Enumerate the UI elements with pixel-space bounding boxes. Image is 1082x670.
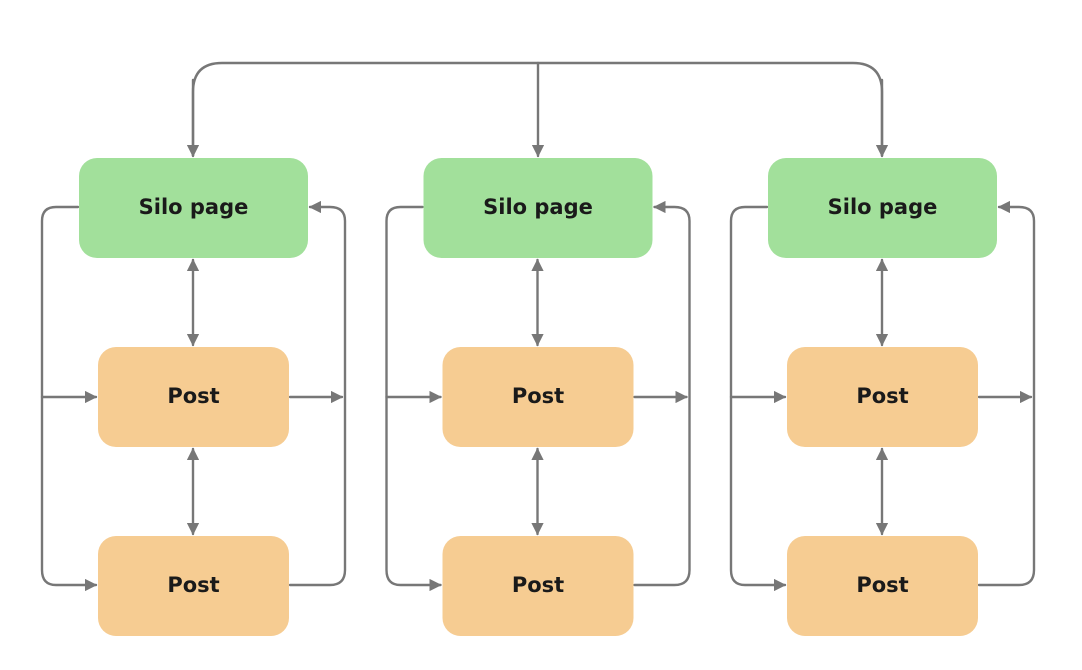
silo-3-page-box xyxy=(768,158,997,258)
silo-3-right-rail-to-silo xyxy=(977,200,1036,587)
silo-3-page-label: Silo page xyxy=(828,195,938,219)
silo-3-post-2-box xyxy=(787,536,978,636)
silo-1-post-2-box xyxy=(98,536,289,636)
silo-3-post-1-label: Post xyxy=(856,384,908,408)
silo-2-page-box xyxy=(423,158,653,258)
silo-1-post-1-box xyxy=(98,347,289,447)
silo-2-left-rail-to-post-2 xyxy=(385,205,442,592)
silo-2-post-2-box xyxy=(442,536,634,636)
silo-2-post-1-label: Post xyxy=(512,384,564,408)
silo-1-right-rail-to-silo xyxy=(288,200,347,587)
silo-1-left-rail-to-post-2 xyxy=(40,205,98,592)
silo-3-post-2-label: Post xyxy=(856,573,908,597)
silo-1-page-box xyxy=(79,158,308,258)
silo-3-post-1-box xyxy=(787,347,978,447)
silo-2-right-rail-to-silo xyxy=(633,200,691,587)
silo-2-post-1-box xyxy=(442,347,634,447)
silo-1-post-2-label: Post xyxy=(167,573,219,597)
silo-2-page-label: Silo page xyxy=(483,195,593,219)
silo-1-post-1-label: Post xyxy=(167,384,219,408)
silo-2-post-2-label: Post xyxy=(512,573,564,597)
silo-1-page-label: Silo page xyxy=(139,195,249,219)
connectors xyxy=(40,61,1036,592)
silo-3-left-rail-to-post-2 xyxy=(729,205,787,592)
